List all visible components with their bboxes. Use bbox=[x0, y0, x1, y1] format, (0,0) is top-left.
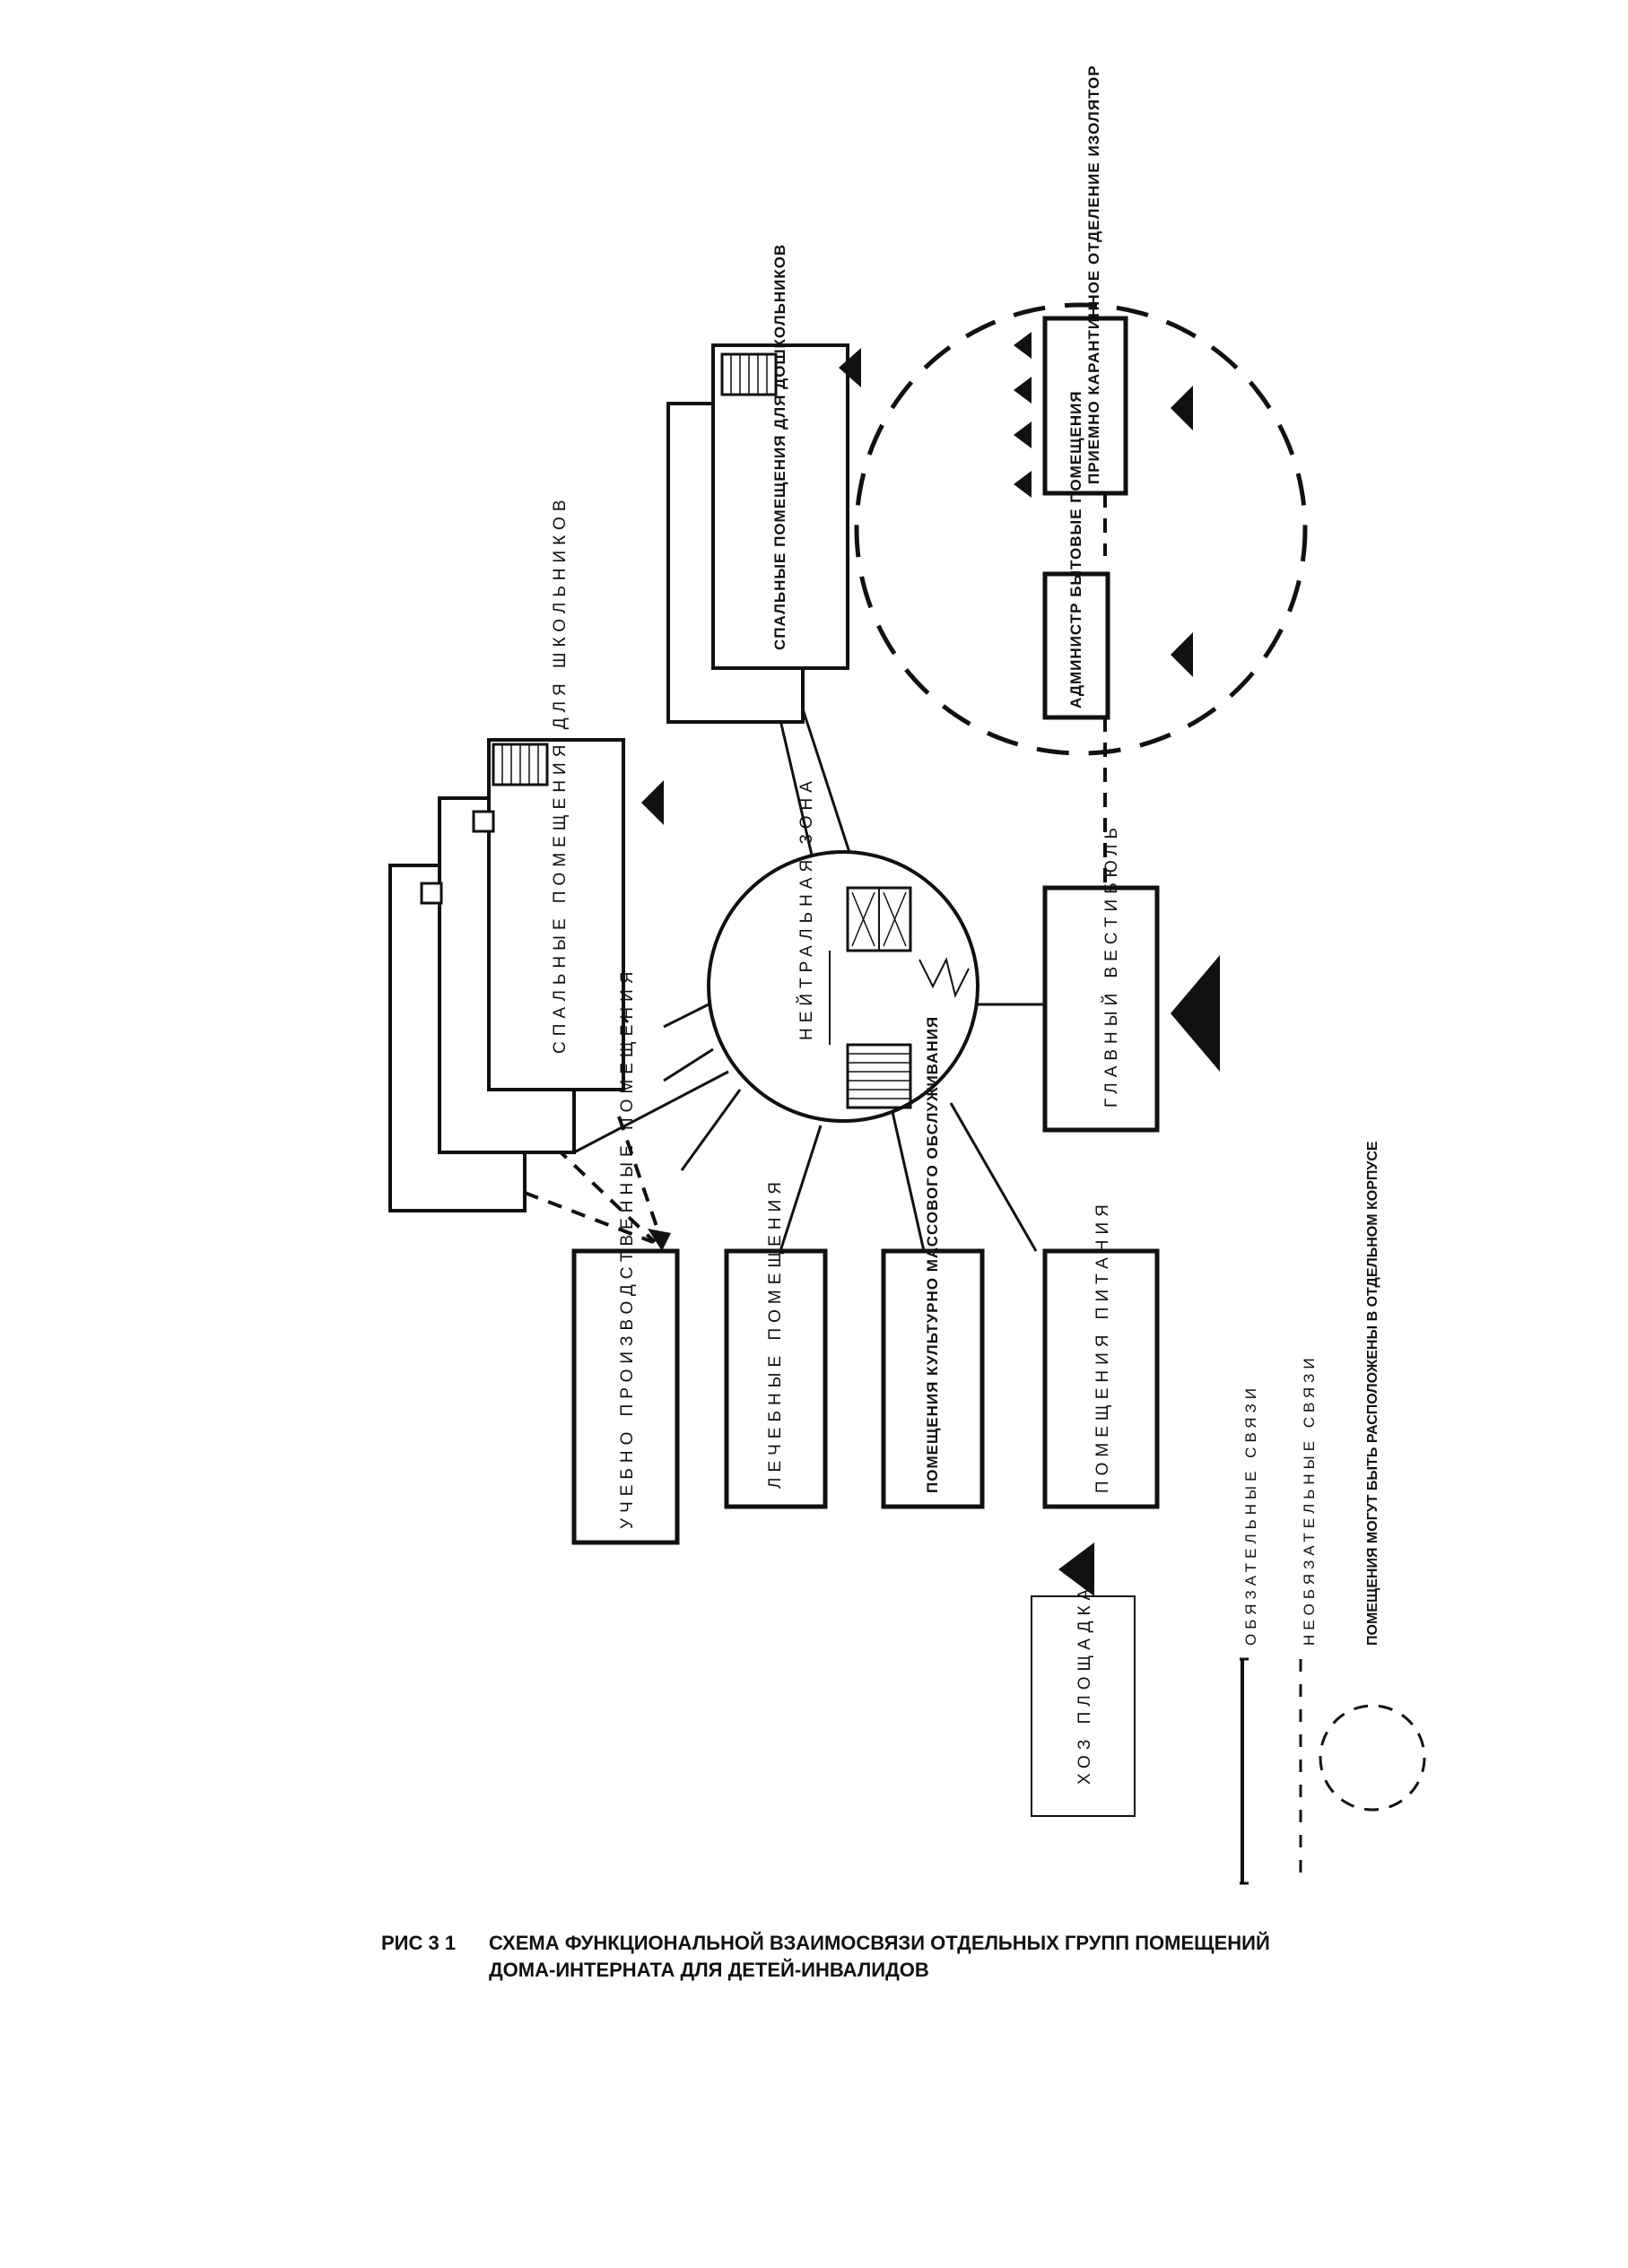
yard-label: ХОЗ ПЛОЩАДКА bbox=[1075, 1584, 1094, 1785]
cultural-label: ПОМЕЩЕНИЯ КУЛЬТУРНО МАССОВОГО ОБСЛУЖИВАН… bbox=[924, 1016, 941, 1493]
medical-box bbox=[724, 1248, 828, 1509]
entrance-arrow-icon bbox=[1171, 955, 1220, 1072]
entrance-arrow-icon bbox=[839, 348, 861, 387]
admin-box bbox=[1042, 571, 1110, 720]
caption-line-2: ДОМА-ИНТЕРНАТА ДЛЯ ДЕТЕЙ-ИНВАЛИДОВ bbox=[489, 1959, 929, 1981]
entrance-arrow-icon bbox=[1014, 377, 1032, 404]
main-lobby-box bbox=[1042, 885, 1160, 1133]
workshop-label: УЧЕБНО ПРОИЗВОДСТВЕННЫЕ ПОМЕЩЕНИЯ bbox=[618, 966, 637, 1529]
entrance-arrow-icon bbox=[1171, 386, 1193, 430]
medical-label: ЛЕЧЕБНЫЕ ПОМЕЩЕНИЯ bbox=[766, 1177, 785, 1489]
workshop-box bbox=[571, 1248, 680, 1545]
entrance-arrow-icon bbox=[1014, 471, 1032, 498]
cultural-box bbox=[881, 1248, 985, 1509]
entrance-arrow-icon bbox=[1171, 632, 1193, 677]
entrance-markers bbox=[641, 332, 1220, 1596]
school-sleep-label: СПАЛЬНЫЕ ПОМЕЩЕНИЯ ДЛЯ ШКОЛЬНИКОВ bbox=[551, 495, 570, 1055]
legend-symbols bbox=[1240, 1657, 1426, 1885]
figure-number: РИС 3 1 bbox=[381, 1932, 457, 1954]
dining-box bbox=[1042, 1248, 1160, 1509]
arrowhead-icon bbox=[648, 1229, 671, 1251]
legend-mandatory-text: ОБЯЗАТЕЛЬНЫЕ СВЯЗИ bbox=[1242, 1384, 1259, 1646]
neutral-zone bbox=[707, 850, 979, 1123]
dining-label: ПОМЕЩЕНИЯ ПИТАНИЯ bbox=[1093, 1199, 1112, 1493]
yard-box bbox=[1031, 1595, 1136, 1817]
preschool-sleep-label: СПАЛЬНЫЕ ПОМЕЩЕНИЯ ДЛЯ ДОШКОЛЬНИКОВ bbox=[771, 244, 788, 650]
legend-optional-text: НЕОБЯЗАТЕЛЬНЫЕ СВЯЗИ bbox=[1301, 1353, 1318, 1646]
entrance-arrow-icon bbox=[1058, 1542, 1094, 1596]
preschool-sleep-block bbox=[666, 343, 849, 724]
main-lobby-label: ГЛАВНЫЙ ВЕСТИБЮЛЬ bbox=[1101, 822, 1121, 1108]
legend-separate-text: ПОМЕЩЕНИЯ МОГУТ БЫТЬ РАСПОЛОЖЕНЫ В ОТДЕЛ… bbox=[1365, 1141, 1380, 1646]
admin-label: АДМИНИСТР БЫТОВЫЕ ПОМЕЩЕНИЯ bbox=[1067, 390, 1084, 708]
figure-caption: РИС 3 1 СХЕМА ФУНКЦИОНАЛЬНОЙ ВЗАИМОСВЯЗИ … bbox=[381, 1930, 1547, 1984]
entrance-arrow-icon bbox=[1014, 421, 1032, 448]
quarantine-label: ПРИЕМНО КАРАНТИННОЕ ОТДЕЛЕНИЕ ИЗОЛЯТОР bbox=[1085, 65, 1102, 484]
quarantine-box bbox=[1042, 316, 1128, 496]
separate-building-zone bbox=[854, 302, 1308, 756]
neutral-zone-label: НЕЙТРАЛЬНАЯ ЗОНА bbox=[797, 776, 816, 1040]
entrance-arrow-icon bbox=[1014, 332, 1032, 359]
school-sleep-block bbox=[388, 738, 625, 1212]
caption-line-1: СХЕМА ФУНКЦИОНАЛЬНОЙ ВЗАИМОСВЯЗИ ОТДЕЛЬН… bbox=[489, 1932, 1270, 1954]
entrance-arrow-icon bbox=[641, 780, 664, 825]
optional-links bbox=[524, 493, 1107, 1244]
